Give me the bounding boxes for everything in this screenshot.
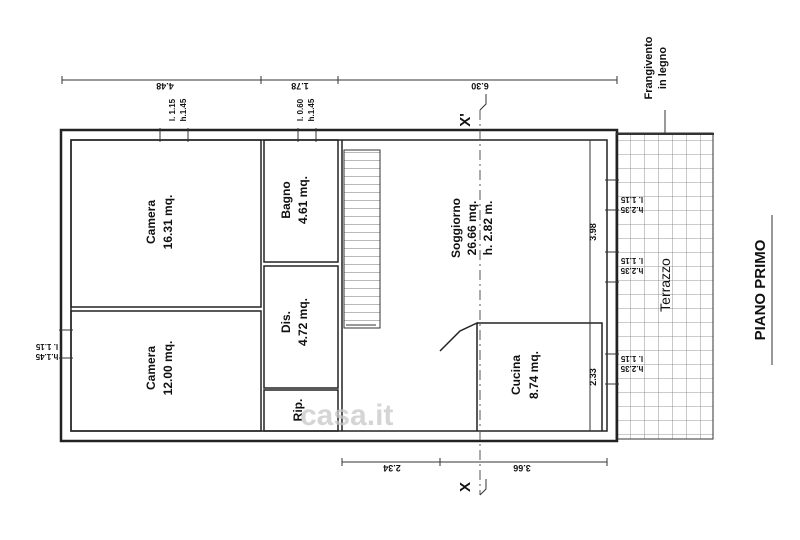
- plan-title: PIANO PRIMO: [752, 239, 769, 340]
- window-note-cucina-height: h.2.35: [620, 364, 643, 373]
- room-area-bagno: 4.61 mq.: [296, 176, 310, 224]
- window-note-soggiorno-a-height: h.2.35: [620, 205, 643, 214]
- dimension-lines: [62, 79, 617, 463]
- room-name-camera-2: Camera: [144, 346, 158, 390]
- room-area-soggiorno: 26.66 mq.: [465, 201, 479, 256]
- dim-right-2: 2.33: [588, 368, 598, 386]
- window-note-camera-2-height: h.1.45: [35, 352, 58, 361]
- room-name-cucina: Cucina: [509, 355, 523, 395]
- dim-right-1: 3.98: [588, 223, 598, 241]
- section-mark-top: X': [457, 113, 474, 127]
- dim-bottom-1: 2.34: [383, 463, 401, 473]
- room-name-dis: Dis.: [279, 311, 293, 333]
- window-marks: [59, 128, 619, 385]
- room-name-soggiorno: Soggiorno: [449, 198, 463, 258]
- window-note-soggiorno-b-height: h.2.35: [620, 266, 643, 275]
- window-note-camera-1-width: l. 1.15: [168, 98, 177, 121]
- room-height-soggiorno: h. 2.82 m.: [481, 201, 495, 256]
- room-area-cucina: 8.74 mq.: [527, 351, 541, 399]
- dimension-ticks: [61, 76, 618, 466]
- room-area-camera-2: 12.00 mq.: [161, 341, 175, 396]
- interior-walls: [70, 139, 603, 432]
- window-note-cucina-width: l. 1.15: [620, 354, 643, 363]
- room-name-rip: Rip.: [291, 399, 305, 422]
- window-note-soggiorno-b-width: l. 1.15: [620, 256, 643, 265]
- pergola-label-line-2: in legno: [657, 47, 669, 89]
- room-name-bagno: Bagno: [279, 181, 293, 218]
- dim-top-2: 1.78: [291, 81, 309, 91]
- terrace-tiles: [615, 132, 714, 440]
- window-note-bagno-height: h.1.45: [307, 98, 316, 121]
- dim-bottom-2: 3.66: [513, 463, 531, 473]
- section-mark-bottom: X: [457, 482, 474, 492]
- watermark: casa.it: [300, 399, 393, 432]
- pergola-label-line-1: Frangivento: [643, 36, 655, 99]
- room-name-terrazzo: Terrazzo: [657, 258, 673, 312]
- room-area-camera-1: 16.31 mq.: [161, 195, 175, 250]
- window-note-soggiorno-a-width: l. 1.15: [620, 195, 643, 204]
- window-note-camera-1-height: h.1.45: [179, 98, 188, 121]
- room-area-dis: 4.72 mq.: [296, 298, 310, 346]
- window-note-bagno-width: l. 0.60: [296, 98, 305, 121]
- dim-top-1: 4.48: [156, 81, 174, 91]
- dim-top-3: 6.30: [471, 81, 489, 91]
- room-name-camera-1: Camera: [144, 200, 158, 244]
- window-note-camera-2-width: l. 1.15: [35, 342, 58, 351]
- staircase: [343, 149, 381, 329]
